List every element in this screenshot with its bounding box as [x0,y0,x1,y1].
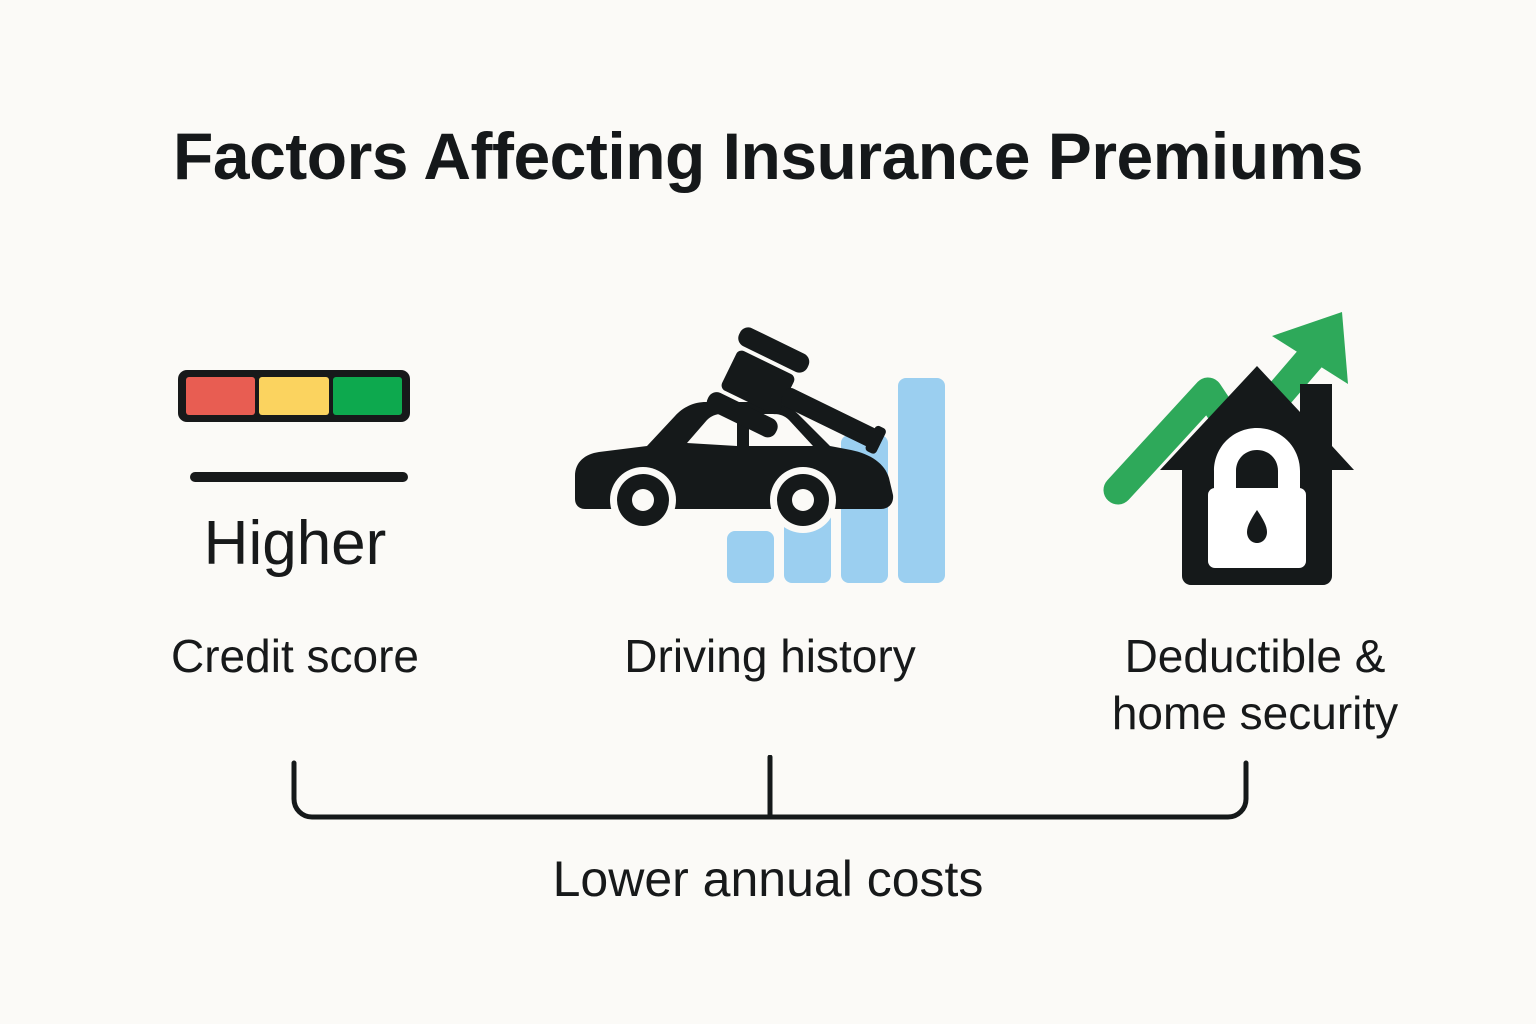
caption-line-2: home security [1111,687,1399,739]
divider-line [190,472,408,482]
caption-line-1: Driving history [624,630,916,682]
car-icon [575,402,894,533]
meter-segment-fair [259,377,329,415]
house-icon [1160,366,1354,585]
page-title: Factors Affecting Insurance Premiums [173,119,1363,193]
deductible-icon-area [1040,300,1470,600]
caption-line-1: Deductible & [1124,630,1386,682]
factor-column-driving-history: Driving history [555,300,985,760]
bracket-label: Lower annual costs [552,851,984,907]
caption-credit-score: Credit score [80,628,510,685]
credit-score-icon-area: Higher [80,300,510,600]
caption-driving-history: Driving history [555,628,985,685]
credit-score-value-label: Higher [203,509,387,578]
credit-score-meter-icon [178,370,410,422]
lock-icon [1208,428,1306,568]
bar-1 [727,531,774,583]
meter-segment-good [332,377,402,415]
caption-line-1: Credit score [171,630,419,682]
factor-column-credit-score: Higher Credit score [80,300,510,760]
bar-4 [898,378,945,583]
car-gavel-bar-chart-icon [575,327,945,583]
caption-deductible-home-security: Deductible & home security [1040,628,1470,742]
factor-column-deductible-home-security: Deductible & home security [1040,300,1470,760]
meter-segment-poor [186,377,256,415]
house-lock-growth-arrow-icon [1103,312,1354,585]
grouping-bracket [291,755,1249,820]
gavel-icon [706,327,886,454]
driving-history-icon-area [555,300,985,600]
